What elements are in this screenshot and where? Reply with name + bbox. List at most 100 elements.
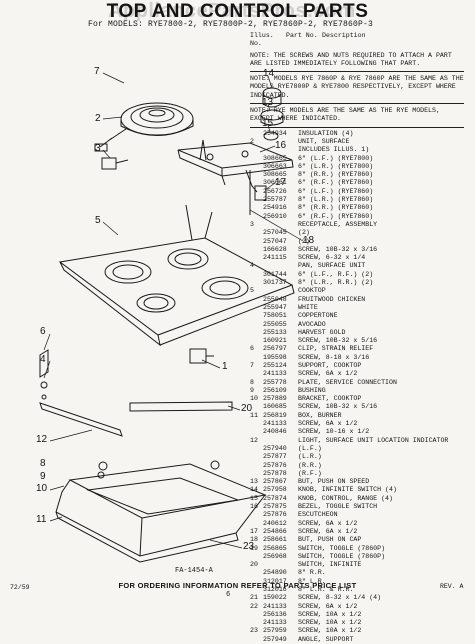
row-description: COOKTOP — [298, 287, 326, 295]
burner-box — [55, 463, 267, 563]
row-illus-no: 10 — [250, 395, 258, 403]
row-illus-no: 6 — [250, 345, 254, 353]
row-description: 8" (R.R.) (RYE7860) — [298, 171, 374, 179]
row-description: UNIT, SURFACE — [298, 137, 350, 145]
col-description: Description — [322, 32, 366, 39]
row-part-no: 308665 — [263, 171, 287, 179]
row-description: 6" (R.F.) (RYE7860) — [298, 212, 374, 220]
row-illus-no: 7 — [250, 361, 254, 369]
callout-12: 12 — [36, 434, 48, 445]
row-illus-no — [250, 420, 263, 428]
row-part-no: 257867 — [263, 478, 287, 486]
row-part-no: 312016 — [263, 586, 287, 593]
row-illus-no — [250, 279, 263, 287]
row-part-no: 254934 — [263, 129, 287, 137]
row-description: FRUITWOOD CHICKEN — [298, 295, 366, 303]
row-description: SCREW, 10A x 1/2 — [298, 627, 362, 635]
callout-23: 23 — [243, 541, 255, 552]
receptacle-part — [101, 157, 129, 170]
switch-bracket — [177, 139, 294, 215]
row-illus-no: 15 — [250, 494, 258, 502]
row-description: SCREW, 6A x 1/2 — [298, 527, 358, 535]
row-part-no: 257949 — [263, 635, 287, 643]
row-description: ANGLE, SUPPORT — [298, 635, 354, 643]
row-illus-no — [250, 304, 263, 312]
col-illus-no: Illus. No. — [250, 32, 274, 48]
row-illus-no — [250, 204, 263, 212]
row-description: 6" (L.F.) (RYE7860) — [298, 187, 374, 195]
callout-14: 14 — [263, 68, 275, 79]
row-illus-no — [250, 229, 263, 237]
row-part-no: 160685 — [263, 403, 287, 411]
row-description: 8" (R.R.) (RYE7860) — [298, 204, 374, 212]
row-part-no: 257958 — [263, 486, 287, 494]
row-illus-no — [250, 428, 263, 436]
row-part-no: 254890 — [263, 569, 287, 577]
row-description: SWITCH, TOGGLE (7860P) — [298, 552, 386, 560]
parts-row: 160685 SCREW, 10B-32 x 5/16 — [250, 403, 464, 411]
row-illus-no — [250, 619, 263, 627]
row-part-no: 241133 — [263, 420, 287, 428]
row-illus-no — [250, 321, 263, 329]
row-description: SCREW, 6A x 1/2 — [298, 602, 358, 610]
row-description: SCREW, 8-18 x 3/16 — [298, 353, 370, 361]
row-part-no: 241133 — [263, 619, 287, 627]
row-part-no: 255048 — [263, 295, 287, 303]
callout-2: 2 — [95, 113, 101, 124]
row-part-no: 257878 — [263, 469, 287, 477]
row-part-no: 166628 — [263, 245, 287, 253]
row-part-no: 255055 — [263, 320, 287, 328]
row-part-no: 257877 — [263, 453, 287, 461]
row-description: SWITCH, INFINITE — [298, 561, 362, 569]
row-description: SCREW, 8-32 x 1/4 (4) — [298, 594, 382, 602]
service-plate — [189, 348, 214, 364]
parts-row: 312016 8" L.R. & R.R. — [250, 586, 464, 594]
row-description: (2) — [298, 229, 310, 237]
row-description: 8" (L.R., R.R.) (2) — [298, 279, 374, 287]
ordering-footer: FOR ORDERING INFORMATION REFER TO PARTS … — [118, 581, 357, 590]
strain-relief-clip — [39, 349, 49, 400]
page-code-right: REV. A — [440, 583, 464, 590]
row-illus-no — [250, 312, 263, 320]
row-illus-no: 11 — [250, 411, 258, 419]
row-description: SCREW, 10B-32 x 5/16 — [298, 403, 378, 411]
row-part-no — [263, 221, 298, 229]
row-description: 8" L.R. — [298, 577, 326, 585]
row-description: SCREW, 10A x 1/2 — [298, 610, 362, 618]
row-description: 8" L.R. & R.R. — [298, 586, 354, 593]
row-part-no — [263, 146, 298, 154]
row-description: KNOB, CONTROL, RANGE (4) — [298, 494, 393, 502]
callout-13: 13 — [262, 97, 274, 108]
row-description: 6" (L.F., R.F.) (2) — [298, 270, 374, 278]
row-part-no: 257889 — [263, 395, 287, 403]
row-part-no: 256726 — [263, 187, 287, 195]
row-part-no — [263, 138, 298, 146]
cooktop-panel — [58, 204, 295, 347]
row-part-no — [263, 262, 298, 270]
row-part-no: 195598 — [263, 353, 287, 361]
row-description: WHITE — [298, 303, 318, 311]
parts-row: 255048 FRUITWOOD CHICKEN — [250, 296, 464, 304]
